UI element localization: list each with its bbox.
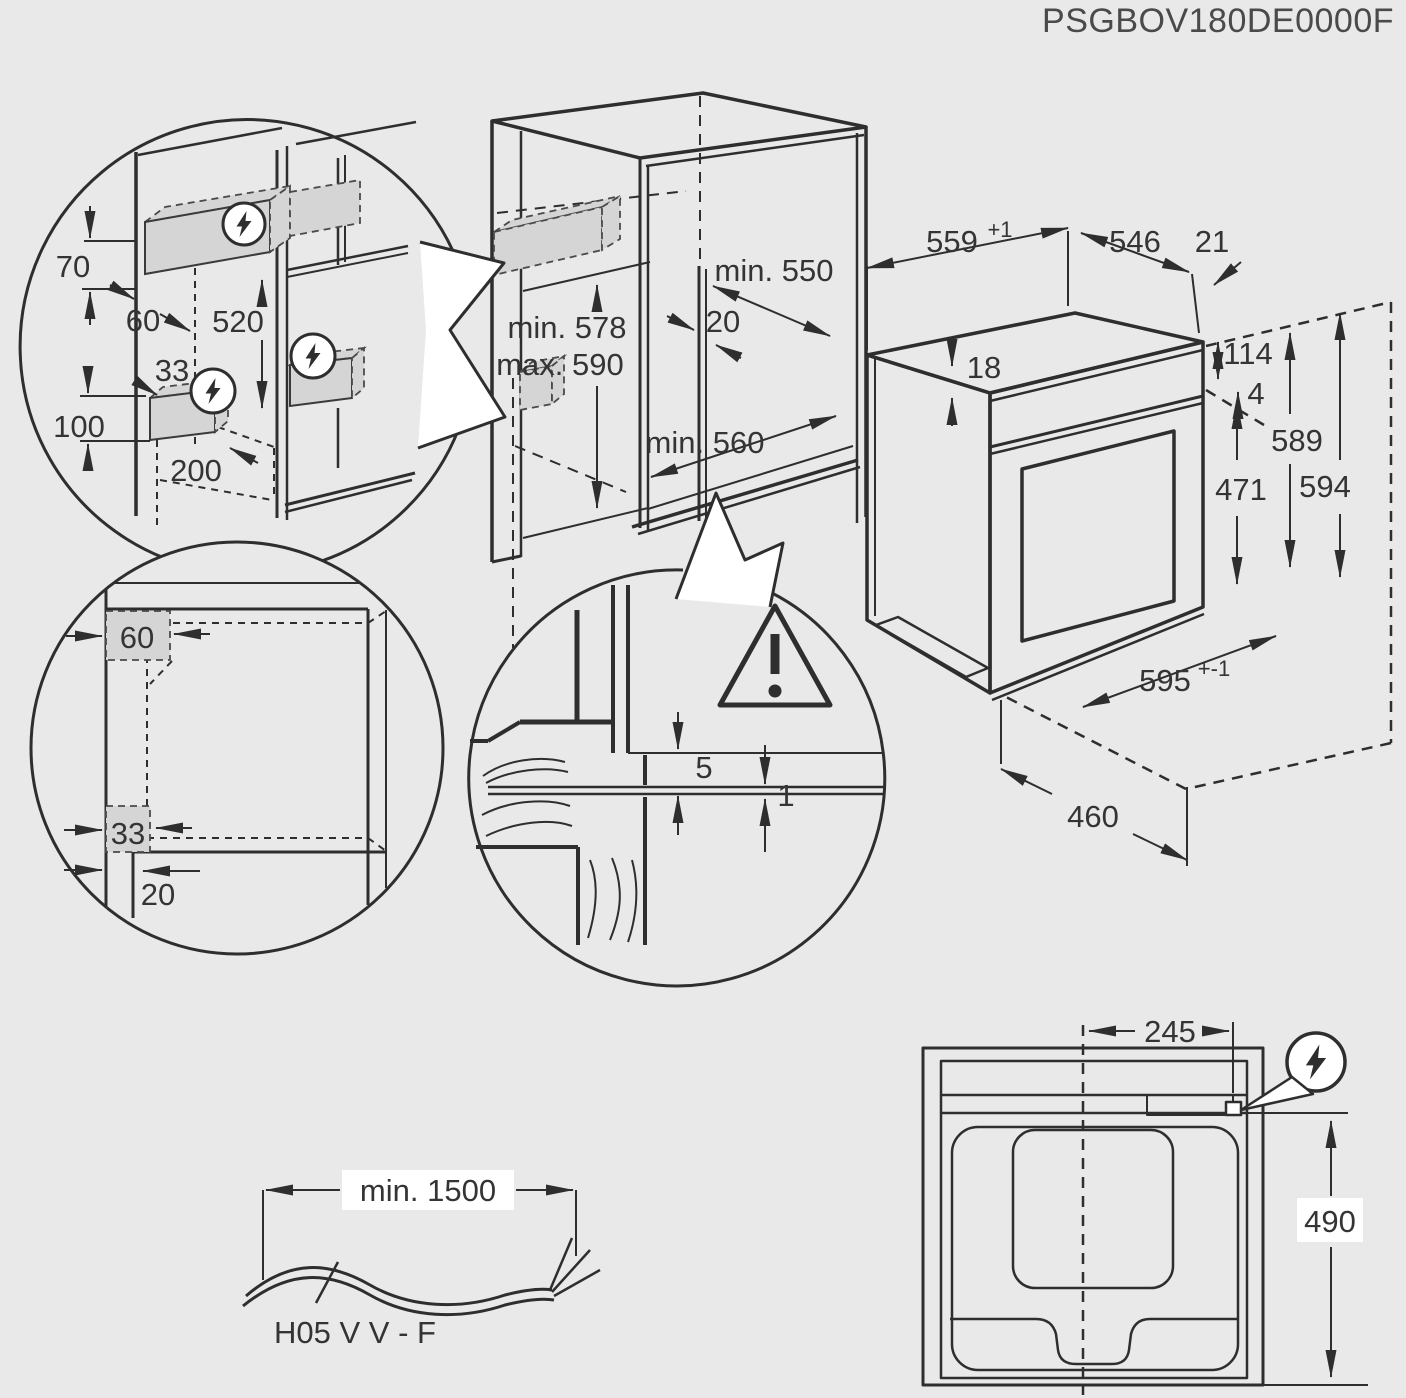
wood-grain-texture (481, 757, 638, 943)
panel-gap-detail-circle: 5 1 (467, 491, 887, 988)
dim-5: 5 (695, 750, 712, 785)
plan-section-dimensions: 60 33 20 (64, 620, 210, 912)
page-title: PSGBOV180DE0000F (1042, 2, 1394, 40)
dim-490: 490 (1304, 1204, 1356, 1239)
dim-595-tolerance: +-1 (1198, 656, 1230, 681)
dim-min-560: min. 560 (646, 425, 765, 460)
electrical-connection-badge (221, 201, 267, 247)
dim-21: 21 (1195, 224, 1229, 259)
wall-section-dimensions: 70 60 520 33 100 200 (53, 206, 268, 488)
cable-curve (245, 1266, 553, 1307)
power-cable-figure: min. 1500 H05 V V - F (242, 1170, 601, 1350)
dim-1: 1 (777, 778, 794, 813)
dim-20-plan: 20 (141, 877, 175, 912)
dim-589: 589 (1271, 423, 1323, 458)
oven-dimensions: 559 +1 546 21 18 114 4 471 589 594 (866, 217, 1351, 866)
oven-cavity-outline (950, 1125, 1240, 1372)
connection-zone-60 (105, 610, 171, 661)
callout-tail (676, 493, 783, 607)
oven-door-window (1020, 429, 1176, 643)
dim-70: 70 (56, 249, 90, 284)
fan-cover-outline (1011, 1128, 1175, 1290)
wall-section-detail-circle: 70 60 520 33 100 200 (18, 118, 507, 576)
dim-4: 4 (1247, 376, 1264, 411)
plan-section-detail-circle: 60 33 20 (29, 540, 445, 956)
oven-isometric-view: 559 +1 546 21 18 114 4 471 589 594 (865, 217, 1393, 866)
cable-type-label: H05 V V - F (274, 1315, 436, 1350)
dim-max-590: max. 590 (496, 347, 624, 382)
oven-plinth (874, 615, 990, 679)
dim-20-wall: 20 (706, 304, 740, 339)
electrical-connection-badge (189, 367, 237, 415)
dim-546: 546 (1109, 224, 1161, 259)
dim-100: 100 (53, 409, 105, 444)
warning-triangle-icon (717, 603, 833, 708)
handle-recess-line (950, 1317, 1237, 1366)
gap-dimensions: 5 1 (672, 712, 795, 852)
dim-594: 594 (1299, 469, 1351, 504)
oven-top-view: 245 490 (921, 1014, 1368, 1395)
dim-cable-length: min. 1500 (360, 1173, 496, 1208)
dim-200: 200 (170, 453, 222, 488)
niche-outline-dashed (1003, 300, 1393, 791)
dim-460: 460 (1067, 799, 1119, 834)
dim-60: 60 (126, 303, 160, 338)
detail-circle-outline (467, 568, 887, 988)
dim-114: 114 (1223, 336, 1272, 371)
dim-595: 595 (1139, 663, 1191, 698)
cabinet-dimensions: min. 578 max. 590 min. 550 20 min. 560 (496, 253, 837, 509)
electrical-connection-badge (1239, 1031, 1347, 1112)
dim-60-plan: 60 (120, 620, 154, 655)
dim-520: 520 (212, 304, 264, 339)
dim-min-550: min. 550 (715, 253, 834, 288)
connection-zone-33 (105, 805, 151, 853)
dim-559: 559 (926, 224, 978, 259)
connection-point (1224, 1100, 1243, 1117)
dim-245: 245 (1144, 1014, 1196, 1049)
dim-471: 471 (1215, 472, 1267, 507)
upper-connection-zone (493, 194, 621, 277)
dim-33: 33 (155, 353, 189, 388)
callout-tail (1239, 1075, 1315, 1112)
dim-18: 18 (967, 350, 1001, 385)
callout-tail (418, 242, 505, 448)
dim-33-plan: 33 (111, 816, 145, 851)
detail-circle-outline (29, 540, 445, 956)
lower-connection-zone (516, 354, 568, 412)
electrical-connection-badge (289, 332, 337, 380)
dim-559-tolerance: +1 (987, 217, 1012, 242)
dim-min-578: min. 578 (508, 310, 627, 345)
